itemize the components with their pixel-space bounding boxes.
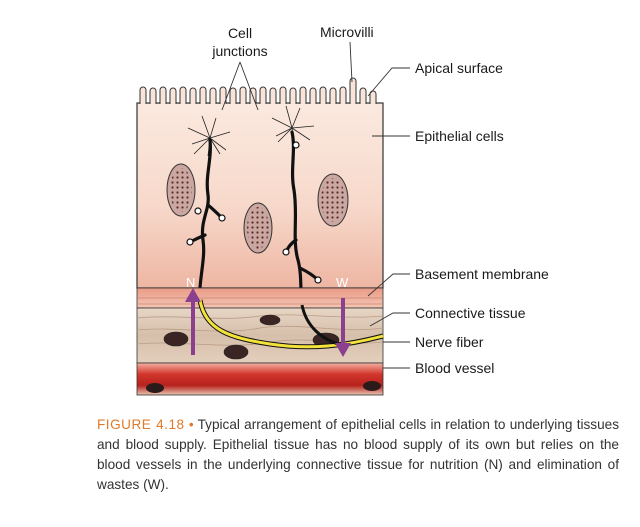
figure-number: FIGURE 4.18 — [97, 417, 185, 432]
microvilli-label: Microvilli — [320, 24, 374, 40]
cell-junctions-label-line1: Cell — [227, 25, 253, 41]
caption-text: Typical arrangement of epithelial cells … — [97, 417, 620, 492]
epithelial-cells-label: Epithelial cells — [415, 128, 504, 144]
nerve-fiber-branches — [188, 130, 320, 307]
basement-membrane-label: Basement membrane — [415, 266, 549, 282]
blood-vessel-label: Blood vessel — [415, 360, 495, 376]
arrow-n-label: N — [186, 275, 196, 290]
arrow-w-label: W — [336, 275, 349, 290]
microvilli — [139, 77, 377, 104]
cell-junctions-label-line2: junctions — [212, 43, 268, 59]
apical-surface-label: Apical surface — [415, 60, 503, 76]
connective-tissue-label: Connective tissue — [415, 305, 526, 321]
connective-tissue-layer — [136, 307, 384, 364]
caption-bullet: • — [188, 417, 194, 432]
leader-lines — [221, 41, 410, 369]
waste-arrow — [335, 298, 351, 357]
cell-nuclei — [166, 163, 349, 254]
nerve-fiber-label: Nerve fiber — [415, 334, 484, 350]
blood-vessel — [136, 362, 384, 396]
epithelial-cells-layer — [136, 77, 384, 307]
nutrition-arrow — [185, 288, 201, 355]
nerve-terminals — [186, 141, 322, 284]
figure-caption: FIGURE 4.18 • Typical arrangement of epi… — [97, 415, 619, 495]
